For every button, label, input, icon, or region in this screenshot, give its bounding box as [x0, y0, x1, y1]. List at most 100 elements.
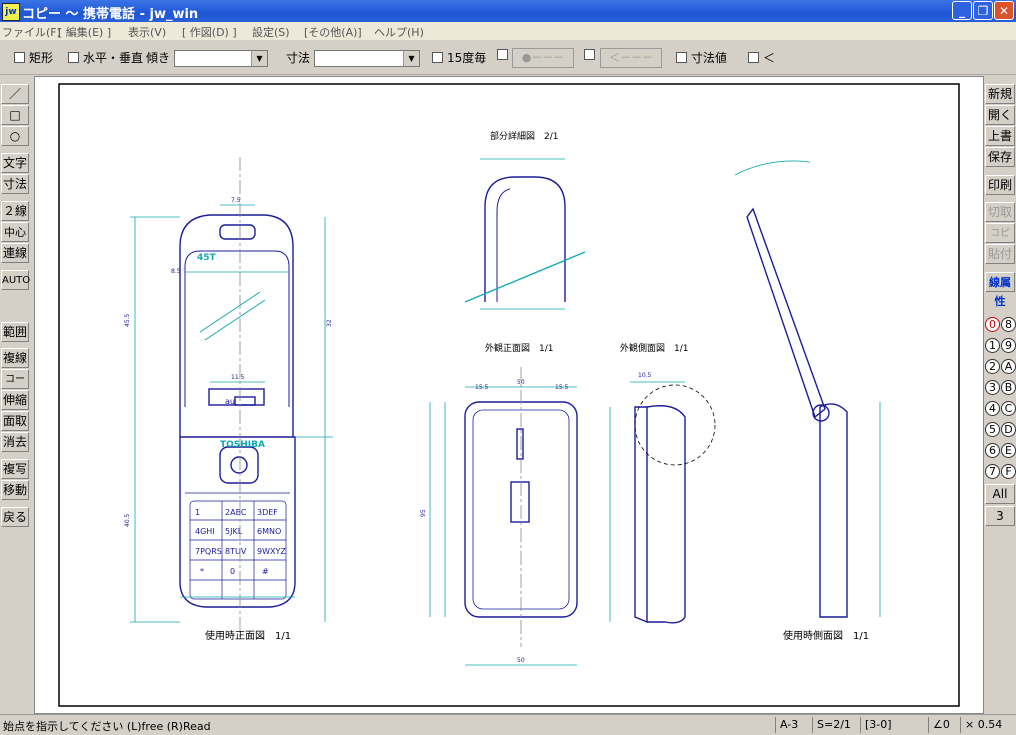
dim-label: 32	[326, 319, 333, 327]
menu-bar: ファイル(F) [ 編集(E) ] 表示(V) [ 作図(D) ] 設定(S) …	[0, 22, 1016, 40]
layer-all-button[interactable]: All	[985, 484, 1015, 504]
detail-view[interactable]	[464, 158, 586, 310]
checkbox-box[interactable]	[584, 49, 595, 60]
layer-0[interactable]: 0	[985, 317, 1000, 332]
copy-button[interactable]: コピー	[985, 223, 1015, 258]
checkbox-box[interactable]	[497, 49, 508, 60]
jw-app-icon[interactable]: jw	[2, 3, 20, 21]
tool-auto[interactable]: AUTO	[1, 270, 30, 290]
dim-label: 45.5	[124, 313, 131, 327]
menu-view[interactable]: 表示(V)	[128, 26, 167, 39]
checkbox-box[interactable]	[68, 52, 79, 63]
deg15-label: 15度毎	[447, 51, 487, 65]
cut-button[interactable]: 切取	[985, 202, 1015, 222]
tool-chamfer[interactable]: 面取	[1, 411, 29, 431]
layer-7[interactable]: 7	[985, 464, 1000, 479]
nav-pad	[219, 446, 259, 484]
layer-status[interactable]: [3-0]	[860, 717, 929, 733]
circle-checkbox[interactable]	[497, 49, 512, 60]
layer-group-button[interactable]: 3	[985, 506, 1015, 526]
deg15-checkbox[interactable]: 15度毎	[432, 49, 486, 66]
layer-A[interactable]: A	[1001, 359, 1016, 374]
tool-stretch[interactable]: 伸縮	[1, 390, 29, 410]
layer-E[interactable]: E	[1001, 443, 1016, 458]
tool-offset[interactable]: 複線	[1, 348, 29, 368]
tool-move[interactable]: 移動	[1, 480, 29, 500]
tool-erase[interactable]: 消去	[1, 432, 29, 452]
key-label: 9WXYZ	[257, 547, 286, 556]
minimize-button[interactable]: _	[952, 1, 972, 20]
new-button[interactable]: 新規	[985, 84, 1015, 104]
dim-label: 15.5	[555, 384, 569, 391]
overwrite-button[interactable]: 上書	[985, 126, 1015, 146]
circle-point-button[interactable]: ●－－－	[512, 48, 574, 68]
drawing-svg[interactable]: 45T TOSHIBA au 1 2ABC 3DEF 4GHI 5JKL 6MN…	[35, 77, 983, 713]
layer-5[interactable]: 5	[985, 422, 1000, 437]
checkbox-box[interactable]	[14, 52, 25, 63]
dim-label: 11.5	[231, 374, 245, 381]
layer-3[interactable]: 3	[985, 380, 1000, 395]
screen-outline	[184, 250, 290, 407]
layer-2[interactable]: 2	[985, 359, 1000, 374]
menu-settings[interactable]: 設定(S)	[252, 26, 290, 39]
layer-8[interactable]: 8	[1001, 317, 1016, 332]
restore-button[interactable]: ❐	[973, 1, 993, 20]
layer-9[interactable]: 9	[1001, 338, 1016, 353]
layer-D[interactable]: D	[1001, 422, 1016, 437]
paste-button[interactable]: 貼付	[985, 244, 1015, 264]
menu-file[interactable]: ファイル(F)	[2, 26, 61, 39]
line-attr-button[interactable]: 線属性	[985, 272, 1015, 308]
checkbox-box[interactable]	[676, 52, 687, 63]
brand-bottom-label: TOSHIBA	[220, 440, 265, 450]
slope-combo[interactable]: ▼	[174, 50, 268, 67]
layer-B[interactable]: B	[1001, 380, 1016, 395]
layer-4[interactable]: 4	[985, 401, 1000, 416]
angle-status[interactable]: ∠0	[928, 717, 961, 733]
hv-checkbox[interactable]: 水平・垂直	[68, 49, 143, 66]
tool-text[interactable]: 文字	[1, 153, 29, 173]
layer-1[interactable]: 1	[985, 338, 1000, 353]
checkbox-box[interactable]	[748, 52, 759, 63]
tool-line[interactable]: ／	[1, 84, 29, 104]
closed-side-view[interactable]	[609, 381, 716, 624]
lt-checkbox[interactable]: ＜	[748, 49, 775, 66]
tool-range[interactable]: 範囲	[1, 322, 29, 342]
save-button[interactable]: 保存	[985, 147, 1015, 167]
arrow-checkbox[interactable]	[584, 49, 599, 60]
tool-rect[interactable]: □	[1, 105, 29, 125]
key-label: #	[262, 567, 269, 576]
drawing-canvas[interactable]: 45T TOSHIBA au 1 2ABC 3DEF 4GHI 5JKL 6MN…	[34, 76, 984, 714]
dim-combo[interactable]: ▼	[314, 50, 420, 67]
open-button[interactable]: 開く	[985, 105, 1015, 125]
tool-copy[interactable]: 複写	[1, 459, 29, 479]
chevron-down-icon[interactable]: ▼	[403, 51, 419, 66]
speaker	[219, 224, 256, 240]
close-button[interactable]: ✕	[994, 1, 1014, 20]
checkbox-box[interactable]	[432, 52, 443, 63]
closed-front-view[interactable]	[464, 367, 578, 647]
tool-connect-line[interactable]: 連線	[1, 243, 29, 263]
open-side-view[interactable]	[734, 160, 881, 618]
menu-edit[interactable]: [ 編集(E) ]	[58, 26, 112, 39]
layer-6[interactable]: 6	[985, 443, 1000, 458]
paper-size[interactable]: A-3	[775, 717, 814, 733]
tool-corner[interactable]: コーナー	[1, 369, 29, 404]
tool-center-line[interactable]: 中心線	[1, 222, 29, 258]
menu-other[interactable]: [その他(A)]	[304, 26, 362, 39]
tool-double-line[interactable]: ２線	[1, 201, 29, 221]
layer-F[interactable]: F	[1001, 464, 1016, 479]
layer-C[interactable]: C	[1001, 401, 1016, 416]
zoom-status[interactable]: × 0.54	[960, 717, 1015, 733]
menu-draw[interactable]: [ 作図(D) ]	[182, 26, 237, 39]
open-front-view[interactable]	[179, 214, 296, 608]
chevron-down-icon[interactable]: ▼	[251, 51, 267, 66]
scale[interactable]: S=2/1	[812, 717, 861, 733]
tool-dimension[interactable]: 寸法	[1, 174, 29, 194]
print-button[interactable]: 印刷	[985, 175, 1015, 195]
arrow-point-button[interactable]: ＜－－－	[600, 48, 662, 68]
menu-help[interactable]: ヘルプ(H)	[374, 26, 424, 39]
rect-checkbox[interactable]: 矩形	[14, 49, 53, 66]
tool-circle[interactable]: ○	[1, 126, 29, 146]
dimval-checkbox[interactable]: 寸法値	[676, 49, 727, 66]
tool-undo[interactable]: 戻る	[1, 507, 29, 527]
